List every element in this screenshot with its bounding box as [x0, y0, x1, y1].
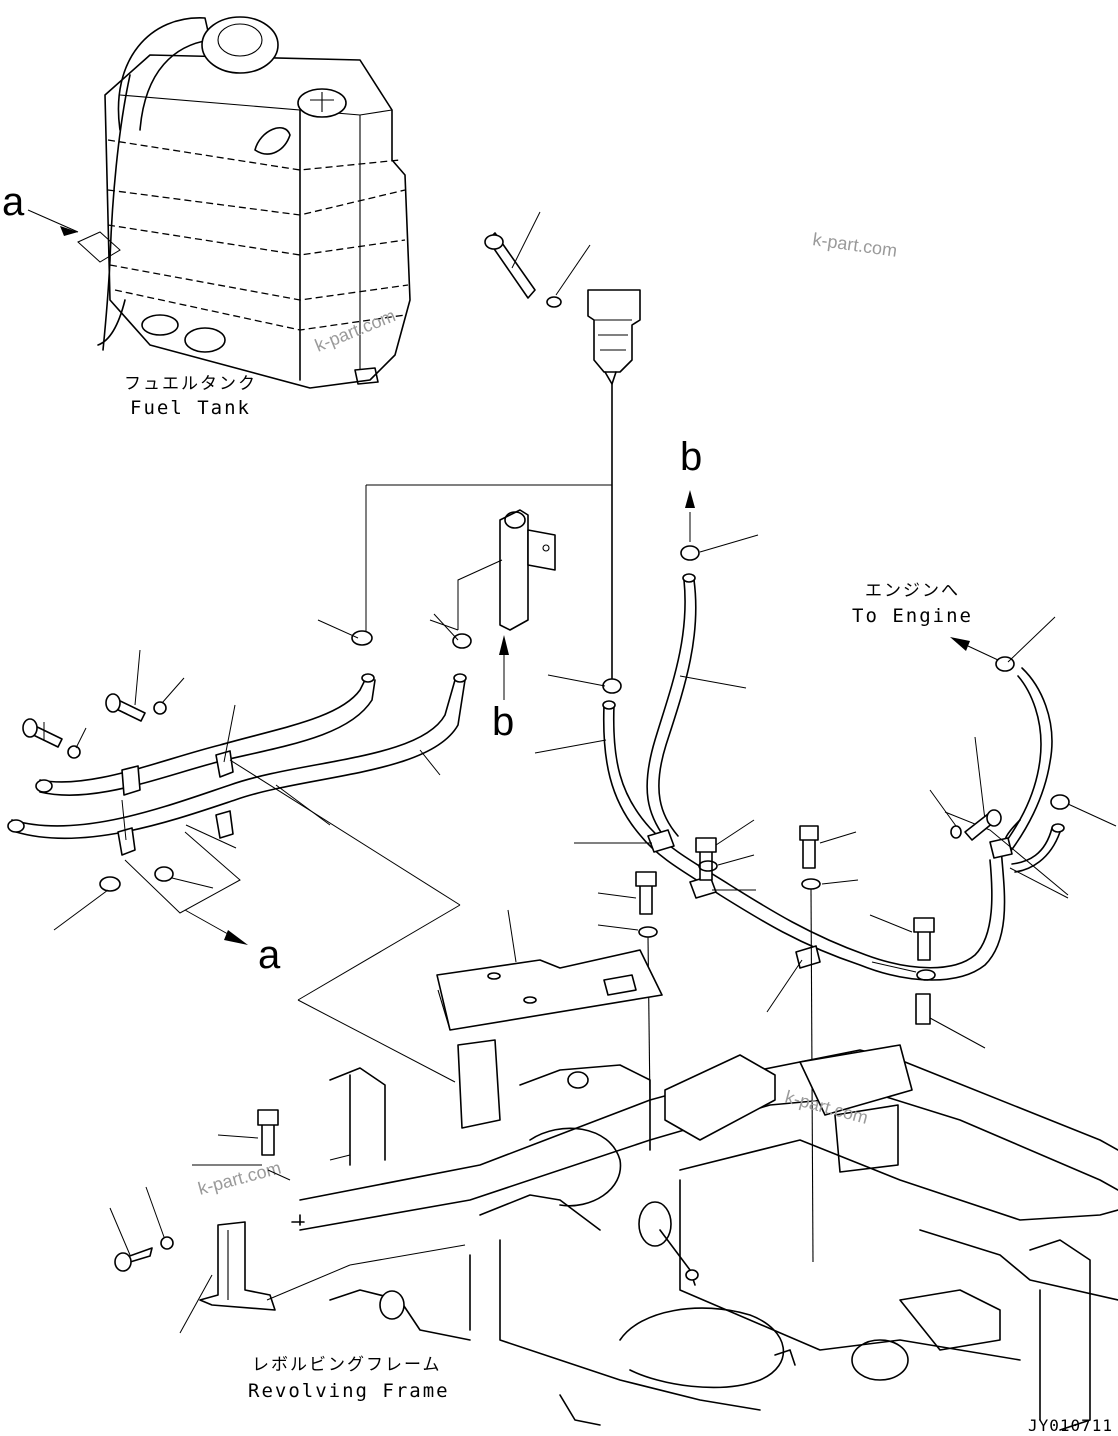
center-hoses	[534, 534, 1117, 1049]
revolving-frame	[291, 1039, 1118, 1431]
callout-b-top: b	[680, 435, 702, 479]
hose-bracket	[429, 509, 556, 631]
watermark: k-part.com	[811, 229, 898, 261]
drawing-code: JY010711	[1028, 1416, 1113, 1435]
to-engine-label-en: To Engine	[852, 605, 973, 627]
left-hose-group	[7, 613, 472, 1083]
revolving-frame-label-en: Revolving Frame	[248, 1380, 450, 1402]
callout-a-top: a	[2, 180, 25, 224]
revolving-frame-label-jp: レボルビングフレーム	[252, 1355, 442, 1375]
bolts-washers	[597, 809, 1002, 1263]
callout-a-bottom: a	[258, 933, 281, 977]
bracket-plate	[436, 909, 663, 1031]
watermark: k-part.com	[196, 1158, 283, 1199]
lower-left-bracket	[109, 1109, 466, 1334]
fuel-filter	[484, 211, 641, 681]
fuel-tank-label-en: Fuel Tank	[130, 397, 251, 419]
fuel-tank	[97, 16, 411, 389]
to-engine-label-jp: エンジンへ	[865, 581, 960, 601]
fuel-tank-label-jp: フュエルタンク	[124, 374, 257, 394]
callout-b-mid: b	[492, 700, 514, 744]
